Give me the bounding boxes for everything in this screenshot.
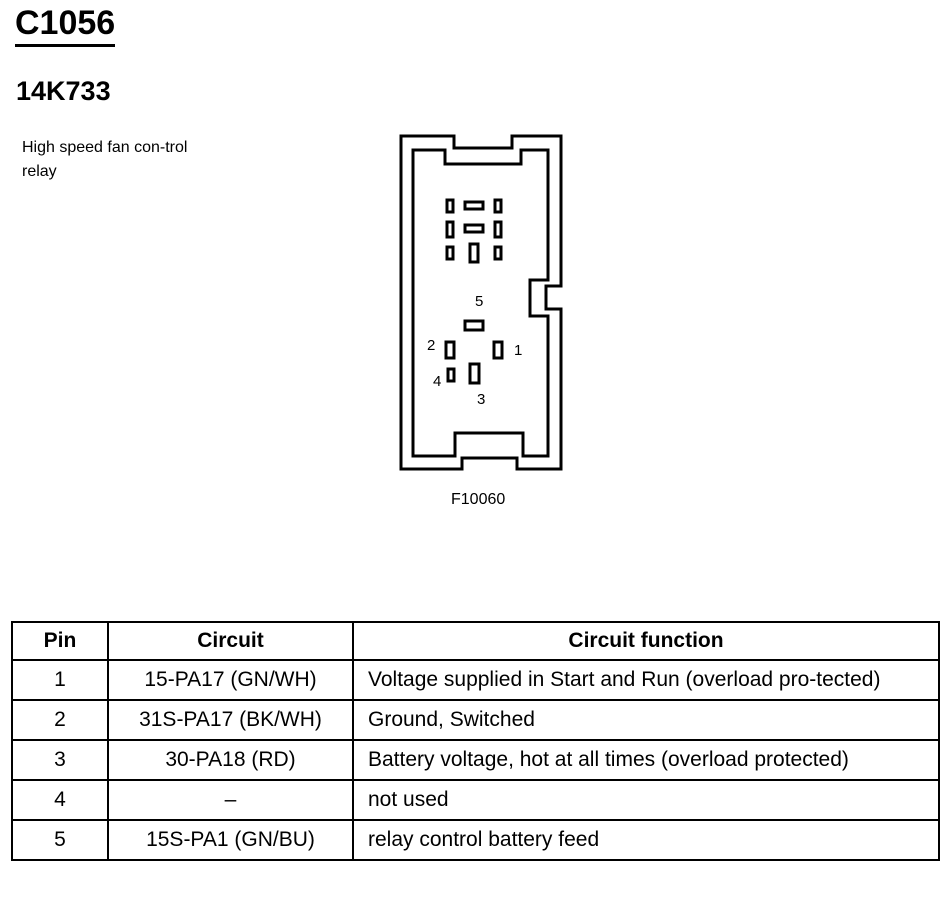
circuit-cell: 15-PA17 (GN/WH) [107, 659, 354, 701]
pin-cell: 3 [11, 739, 109, 781]
connector-face-diagram: 5 2 1 4 3 [399, 134, 563, 471]
table-row: 1 15-PA17 (GN/WH) Voltage supplied in St… [11, 659, 940, 701]
pin-2-cavity [444, 340, 456, 360]
function-cell: Ground, Switched [352, 699, 940, 741]
function-cell: Battery voltage, hot at all times (overl… [352, 739, 940, 781]
pin-cell: 1 [11, 659, 109, 701]
header-circuit-function: Circuit function [352, 621, 940, 661]
pin-label-5: 5 [475, 293, 483, 310]
pin-cell: 2 [11, 699, 109, 741]
component-description: High speed fan con-trol relay [22, 139, 188, 180]
table-row: 4 – not used [11, 779, 940, 821]
pin-cell: 4 [11, 779, 109, 821]
pin-table: Pin Circuit Circuit function 1 15-PA17 (… [11, 621, 940, 861]
function-cell: not used [352, 779, 940, 821]
header-pin: Pin [11, 621, 109, 661]
pin-label-2: 2 [427, 337, 435, 354]
circuit-cell: 30-PA18 (RD) [107, 739, 354, 781]
pin-3-cavity [468, 362, 481, 385]
pin-1-cavity [492, 340, 504, 360]
table-row: 3 30-PA18 (RD) Battery voltage, hot at a… [11, 739, 940, 781]
circuit-cell: 31S-PA17 (BK/WH) [107, 699, 354, 741]
function-cell: relay control battery feed [352, 819, 940, 861]
pin-label-4: 4 [433, 373, 441, 390]
circuit-cell: 15S-PA1 (GN/BU) [107, 819, 354, 861]
circuit-cell: – [107, 779, 354, 821]
table-row: 5 15S-PA1 (GN/BU) relay control battery … [11, 819, 940, 861]
pin-label-3: 3 [477, 391, 485, 408]
table-row: 2 31S-PA17 (BK/WH) Ground, Switched [11, 699, 940, 741]
header-circuit: Circuit [107, 621, 354, 661]
pin-label-1: 1 [514, 342, 522, 359]
table-header-row: Pin Circuit Circuit function [11, 621, 940, 661]
upper-terminal-cavities [445, 198, 503, 264]
part-number: 14K733 [16, 76, 111, 106]
pin-4-cavity [446, 367, 456, 383]
figure-code: F10060 [451, 491, 506, 508]
pin-5-cavity [463, 319, 485, 332]
connector-outer-housing [399, 134, 563, 471]
function-cell: Voltage supplied in Start and Run (overl… [352, 659, 940, 701]
connector-id: C1056 [15, 2, 116, 47]
connector-inner-housing [411, 148, 550, 458]
pin-cell: 5 [11, 819, 109, 861]
